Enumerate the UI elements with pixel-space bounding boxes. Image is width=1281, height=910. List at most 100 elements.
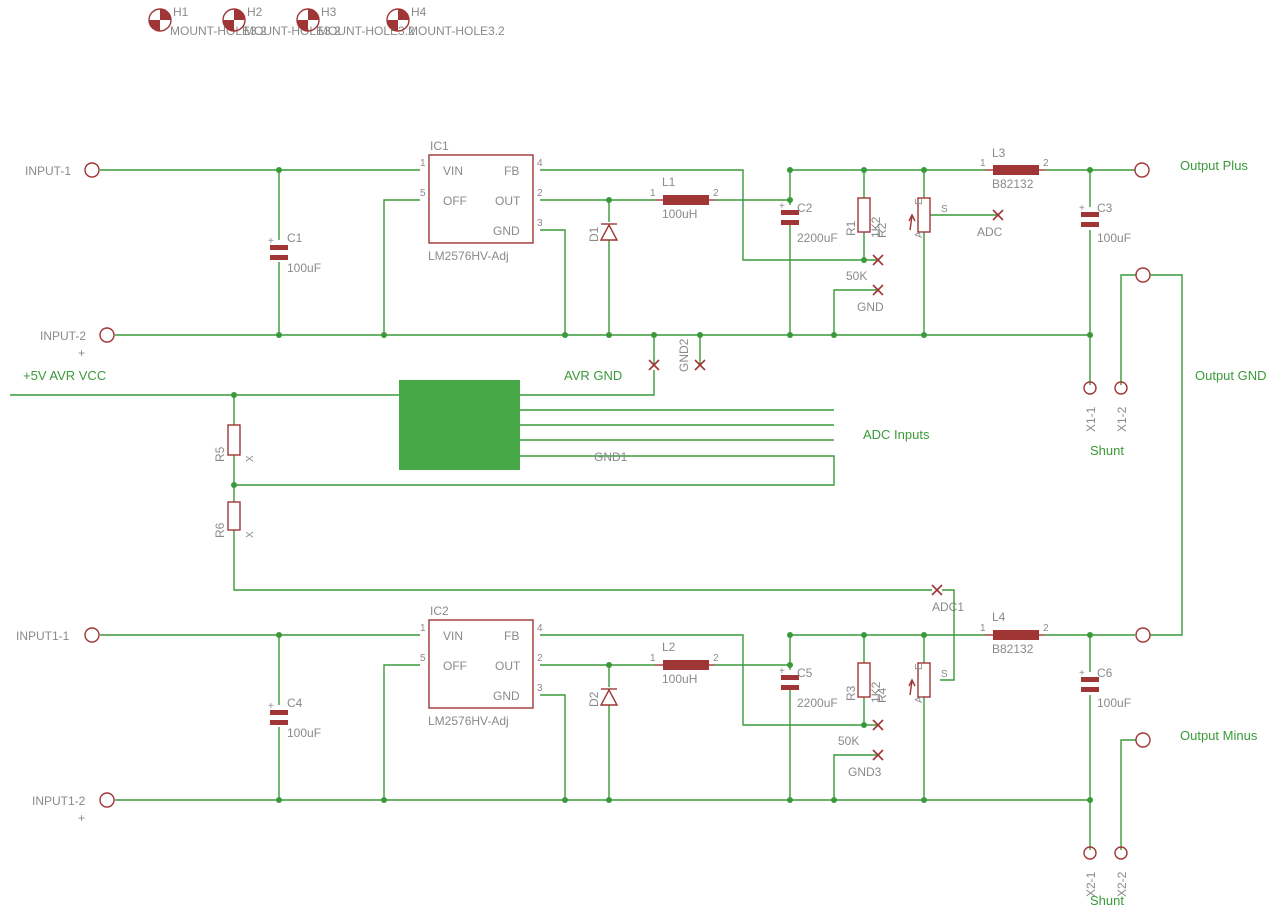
inductor-l2: L2 100uH 1 2 bbox=[650, 640, 719, 686]
avr-section: R5 X R6 X +5V AVR VCC AVR GND ADC Inputs… bbox=[10, 368, 964, 681]
part-k: 1K2 bbox=[869, 216, 883, 238]
mount-hole-name: H2 bbox=[247, 5, 263, 19]
svg-text:2: 2 bbox=[713, 653, 719, 664]
part-name: L4 bbox=[992, 610, 1006, 624]
output-label: Output GND bbox=[1195, 368, 1267, 383]
mount-hole-h4: H4 MOUNT-HOLE3.2 bbox=[386, 5, 505, 38]
resistor-r5: R5 X bbox=[213, 424, 256, 462]
resistor-r3: R3 bbox=[844, 662, 871, 701]
part-name: C1 bbox=[287, 231, 303, 245]
svg-text:1: 1 bbox=[650, 653, 656, 664]
svg-text:X2-1: X2-1 bbox=[1084, 871, 1098, 897]
svg-text:X: X bbox=[245, 531, 256, 538]
mount-hole-value: MOUNT-HOLE3.2 bbox=[408, 24, 505, 38]
no-connect-marker bbox=[872, 254, 884, 266]
pin-number: 4 bbox=[537, 158, 543, 169]
pin-label: OUT bbox=[495, 194, 521, 208]
part-name: R4 bbox=[875, 687, 889, 703]
svg-text:2: 2 bbox=[713, 188, 719, 199]
no-connect-marker bbox=[872, 749, 884, 761]
part-name: R1 bbox=[844, 220, 858, 236]
no-connect-marker bbox=[694, 359, 706, 371]
pin-number: 2 bbox=[537, 653, 543, 664]
part-name: C5 bbox=[797, 666, 813, 680]
part-name: R6 bbox=[213, 522, 227, 538]
connector-input-2: INPUT-2 + bbox=[40, 327, 115, 360]
diode-d1: D1 bbox=[587, 223, 619, 242]
no-connect-marker bbox=[872, 719, 884, 731]
connector-output-plus: Output Plus bbox=[1134, 158, 1248, 178]
pin-label: VIN bbox=[443, 629, 463, 643]
capacitor-c5: + C5 2200uF bbox=[779, 666, 838, 710]
resistor-r1: R1 bbox=[844, 197, 871, 236]
potentiometer: A E S bbox=[908, 197, 948, 238]
part-name: D1 bbox=[587, 226, 601, 242]
net-label-gnd3: GND3 bbox=[848, 765, 882, 779]
no-connect-marker bbox=[648, 359, 660, 371]
svg-text:X1-2: X1-2 bbox=[1115, 406, 1129, 432]
net-label-gnd: GND bbox=[857, 300, 884, 314]
potentiometer: A E S bbox=[908, 662, 948, 703]
svg-text:A: A bbox=[914, 231, 925, 238]
connector-input1-2: INPUT1-2 + bbox=[32, 792, 115, 825]
part-name: L1 bbox=[662, 175, 676, 189]
connector-input1-1: INPUT1-1 bbox=[16, 627, 100, 643]
svg-text:E: E bbox=[914, 663, 925, 670]
svg-text:S: S bbox=[941, 204, 948, 215]
pin-label: FB bbox=[504, 629, 519, 643]
polarity-label: + bbox=[78, 346, 85, 360]
svg-text:1: 1 bbox=[980, 623, 986, 634]
connector-output-gnd-bottom bbox=[1135, 627, 1151, 643]
part-name: L2 bbox=[662, 640, 676, 654]
pin-number: 3 bbox=[537, 218, 543, 229]
part-name: C3 bbox=[1097, 201, 1113, 215]
connector-input-1: INPUT-1 bbox=[25, 162, 100, 178]
svg-text:X2-2: X2-2 bbox=[1115, 871, 1129, 897]
part-name: C4 bbox=[287, 696, 303, 710]
net-label-adc: ADC bbox=[977, 225, 1003, 239]
pin-label: OUT bbox=[495, 659, 521, 673]
part-name: D2 bbox=[587, 691, 601, 707]
regulator-ic1: IC1 LM2576HV-Adj VIN OFF FB OUT GND 1 5 … bbox=[420, 139, 543, 263]
connector-label: INPUT-2 bbox=[40, 329, 86, 343]
mount-hole-name: H3 bbox=[321, 5, 337, 19]
no-connect-marker bbox=[931, 584, 943, 596]
pin-number: 2 bbox=[537, 188, 543, 199]
svg-text:A: A bbox=[914, 696, 925, 703]
part-name: R2 bbox=[875, 222, 889, 238]
inductor-l1: L1 100uH 1 2 bbox=[650, 175, 719, 221]
part-value: B82132 bbox=[992, 642, 1034, 656]
resistor-r4: R4 1K2 50K bbox=[838, 681, 889, 748]
adc-inputs-label: ADC Inputs bbox=[863, 427, 930, 442]
svg-text:+: + bbox=[779, 666, 785, 677]
bottom-circuit: INPUT1-1 INPUT1-2 + + C4 100uF IC2 LM257… bbox=[16, 604, 1258, 908]
capacitor-c6: + C6 100uF bbox=[1079, 666, 1131, 710]
svg-text:S: S bbox=[941, 669, 948, 680]
svg-text:X: X bbox=[245, 455, 256, 462]
connector-label: INPUT-1 bbox=[25, 164, 71, 178]
part-name: IC2 bbox=[430, 604, 449, 618]
svg-text:2: 2 bbox=[1043, 158, 1049, 169]
part-name: L3 bbox=[992, 146, 1006, 160]
net-label-gnd2: GND2 bbox=[677, 338, 691, 372]
pin-label: GND bbox=[493, 224, 520, 238]
shunt-label: Shunt bbox=[1090, 893, 1124, 908]
part-value: 2200uF bbox=[797, 696, 838, 710]
svg-text:1: 1 bbox=[650, 188, 656, 199]
part-value: 100uF bbox=[1097, 696, 1131, 710]
pin-number: 1 bbox=[420, 158, 426, 169]
shunt-x1: X1-1 X1-2 Shunt bbox=[1083, 381, 1129, 458]
svg-text:E: E bbox=[914, 198, 925, 205]
pin-number: 4 bbox=[537, 623, 543, 634]
part-name: R5 bbox=[213, 446, 227, 462]
capacitor-c3: + C3 100uF bbox=[1079, 201, 1131, 245]
svg-text:X1-1: X1-1 bbox=[1084, 406, 1098, 432]
part-name: C2 bbox=[797, 201, 813, 215]
output-label: Output Plus bbox=[1180, 158, 1248, 173]
part-value: 100uF bbox=[287, 261, 321, 275]
pin-number: 3 bbox=[537, 683, 543, 694]
capacitor-c1: + C1 100uF bbox=[268, 231, 321, 275]
part-value: 50K bbox=[838, 734, 859, 748]
inductor-l3: L3 B82132 1 2 bbox=[980, 146, 1049, 191]
pin-label: OFF bbox=[443, 194, 467, 208]
